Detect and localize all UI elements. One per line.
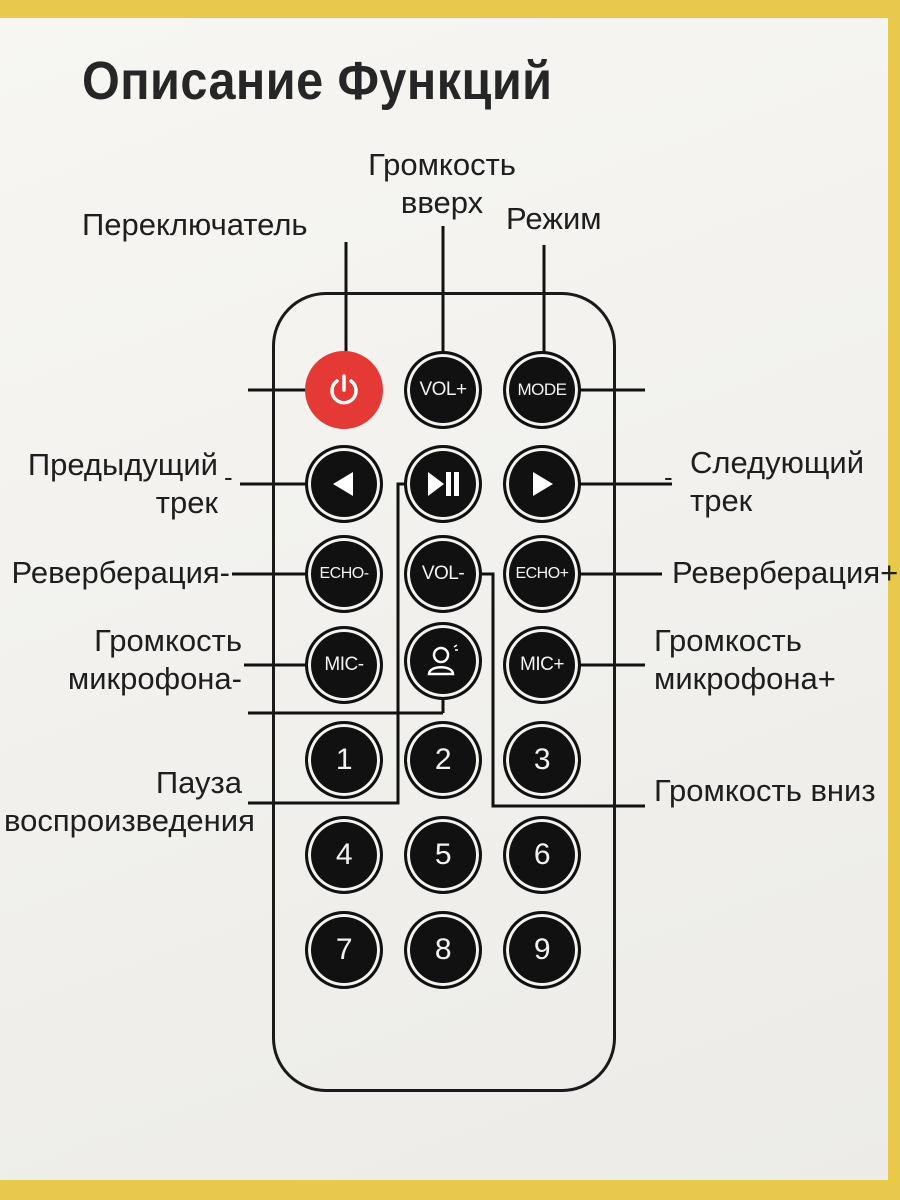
label-next-track: Следующий трек: [690, 445, 865, 518]
number-button-4[interactable]: 4: [305, 816, 383, 894]
label-vol-up: Громкость вверх: [368, 147, 516, 220]
next-track-icon: [533, 472, 553, 496]
dash-prev: -: [224, 462, 233, 492]
power-icon: [330, 374, 358, 405]
play-pause-icon: [428, 472, 459, 496]
number-button-9[interactable]: 9: [503, 911, 581, 989]
next-track-button[interactable]: [503, 445, 581, 523]
number-label: 7: [335, 933, 353, 966]
label-echo-up: Реверберация+: [672, 555, 899, 590]
label-pause: Пауза воспроизведения: [4, 765, 255, 838]
label-mode: Режим: [506, 201, 602, 236]
label-prev-track: Предыдущий трек: [27, 447, 218, 520]
vol-down-button-label: VOL-: [421, 563, 465, 584]
number-button-8[interactable]: 8: [404, 911, 482, 989]
number-label: 6: [533, 838, 551, 871]
user-voice-button[interactable]: [404, 622, 482, 700]
vol-up-button-label: VOL+: [419, 379, 467, 400]
number-label: 5: [434, 838, 452, 871]
number-label: 9: [533, 933, 551, 966]
mic-up-button[interactable]: MIC+: [503, 626, 581, 704]
number-label: 2: [434, 743, 452, 776]
mic-up-button-label: MIC+: [520, 654, 564, 675]
number-label: 1: [335, 743, 353, 776]
vol-up-button[interactable]: VOL+: [404, 351, 482, 429]
dash-next: -: [664, 462, 673, 492]
number-button-6[interactable]: 6: [503, 816, 581, 894]
prev-track-icon: [333, 472, 353, 496]
prev-track-button[interactable]: [305, 445, 383, 523]
echo-up-button-label: ECHO+: [515, 565, 569, 582]
number-button-3[interactable]: 3: [503, 721, 581, 799]
mic-down-button[interactable]: MIC-: [305, 626, 383, 704]
page-title: Описание Функций: [82, 51, 553, 111]
vol-down-button[interactable]: VOL-: [404, 535, 482, 613]
mic-down-button-label: MIC-: [324, 654, 364, 675]
label-vol-down: Громкость вниз: [654, 773, 876, 808]
label-echo-down: Реверберация-: [11, 555, 230, 590]
mode-button[interactable]: MODE: [503, 351, 581, 429]
echo-down-button-label: ECHO-: [319, 565, 369, 582]
number-button-7[interactable]: 7: [305, 911, 383, 989]
echo-down-button[interactable]: ECHO-: [305, 535, 383, 613]
number-button-1[interactable]: 1: [305, 721, 383, 799]
number-button-5[interactable]: 5: [404, 816, 482, 894]
remote-control: [272, 292, 616, 1092]
number-label: 3: [533, 743, 551, 776]
mode-button-label: MODE: [517, 380, 568, 399]
label-power: Переключатель: [82, 207, 308, 242]
echo-up-button[interactable]: ECHO+: [503, 535, 581, 613]
label-mic-down: Громкость микрофона-: [67, 623, 242, 696]
power-button[interactable]: [305, 351, 383, 429]
label-mic-up: Громкость микрофона+: [654, 623, 836, 696]
number-label: 4: [335, 838, 353, 871]
number-label: 8: [434, 933, 452, 966]
number-button-2[interactable]: 2: [404, 721, 482, 799]
user-voice-icon: [427, 644, 458, 676]
play-pause-button[interactable]: [404, 445, 482, 523]
